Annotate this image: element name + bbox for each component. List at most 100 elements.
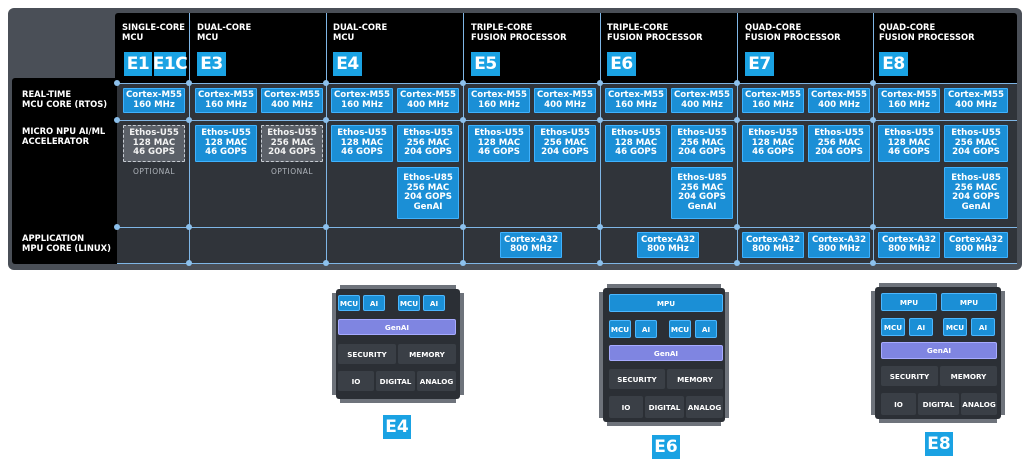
badge-e7[interactable]: E7	[745, 52, 774, 76]
row-label-app: APPLICATION MPU CORE (LINUX)	[22, 233, 111, 253]
badge-e4[interactable]: E4	[333, 52, 362, 76]
cell-e6-ethos-u85-256: Ethos-U85 256 MAC 204 GOPS GenAI	[671, 167, 733, 219]
column-name-e8: QUAD-CORE FUSION PROCESSOR	[879, 22, 975, 42]
column-name-e7: QUAD-CORE FUSION PROCESSOR	[745, 22, 841, 42]
cell-e7-ethos-u55-256: Ethos-U55 256 MAC 204 GOPS	[808, 125, 870, 162]
grid-node	[186, 117, 192, 123]
block-mpu: MPU	[881, 293, 937, 311]
grid-node	[870, 117, 876, 123]
grid-node	[460, 80, 466, 86]
badge-e6[interactable]: E6	[607, 52, 636, 76]
chip-pins-top	[340, 285, 456, 289]
cell-e6-cortex-a32-800: Cortex-A32 800 MHz	[637, 232, 699, 258]
optional-label-e1: OPTIONAL	[132, 167, 176, 176]
cell-e6-ethos-u55-128: Ethos-U55 128 MAC 46 GOPS	[605, 125, 667, 162]
chip-pins-right	[460, 293, 464, 395]
cell-e3-ethos-u55-128: Ethos-U55 128 MAC 46 GOPS	[195, 125, 257, 162]
block-genai: GenAI	[881, 342, 997, 359]
block-mcu: MCU	[398, 295, 420, 311]
cell-e7-ethos-u55-128: Ethos-U55 128 MAC 46 GOPS	[742, 125, 804, 162]
row-label-npu: MICRO NPU AI/ML ACCELERATOR	[22, 126, 106, 146]
grid-node	[323, 260, 329, 266]
grid-node	[870, 260, 876, 266]
grid-line-row-4	[117, 263, 1017, 264]
cell-e5-ethos-u55-128: Ethos-U55 128 MAC 46 GOPS	[468, 125, 530, 162]
cell-e3-cortex-m55-160: Cortex-M55 160 MHz	[195, 88, 257, 113]
badge-e3[interactable]: E3	[197, 52, 226, 76]
block-ai: AI	[635, 320, 657, 338]
grid-node	[114, 224, 120, 230]
chip-pins-right	[1001, 291, 1005, 415]
block-analog: ANALOG	[417, 371, 456, 391]
cell-e3-cortex-m55-400: Cortex-M55 400 MHz	[261, 88, 323, 113]
chip-e6[interactable]: MPU MCU AI MCU AI GenAI SECURITY MEMORY …	[599, 284, 729, 426]
block-mcu: MCU	[338, 295, 360, 311]
row-label-rtos: REAL-TIME MCU CORE (RTOS)	[22, 89, 108, 109]
grid-line-col-6	[873, 13, 874, 264]
block-genai: GenAI	[338, 319, 456, 335]
block-ai: AI	[971, 318, 995, 336]
grid-node	[323, 80, 329, 86]
block-ai: AI	[363, 295, 385, 311]
chip-e4[interactable]: MCU AI MCU AI GenAI SECURITY MEMORY IO D…	[332, 285, 464, 403]
cell-e8-ethos-u85-256: Ethos-U85 256 MAC 204 GOPS GenAI	[944, 167, 1008, 219]
grid-node	[460, 224, 466, 230]
chip-pins-bottom	[340, 399, 456, 403]
cell-e4-cortex-m55-400: Cortex-M55 400 MHz	[397, 88, 459, 113]
chip-pins-left	[871, 291, 875, 415]
column-name-e6: TRIPLE-CORE FUSION PROCESSOR	[607, 22, 703, 42]
badge-e1[interactable]: E1	[124, 52, 152, 76]
block-digital: DIGITAL	[645, 396, 684, 418]
column-name-e3: DUAL-CORE MCU	[197, 22, 252, 42]
optional-label-e3: OPTIONAL	[270, 167, 314, 176]
block-memory: MEMORY	[667, 369, 723, 389]
grid-node	[323, 224, 329, 230]
block-mpu: MPU	[941, 293, 997, 311]
grid-line-row-3	[117, 227, 1017, 228]
badge-e8[interactable]: E8	[879, 52, 908, 76]
grid-line-col-2	[326, 13, 327, 264]
block-io: IO	[881, 393, 916, 415]
chip-badge-e6[interactable]: E6	[652, 435, 680, 459]
block-mcu: MCU	[669, 320, 691, 338]
cell-e7-cortex-a32-800-1: Cortex-A32 800 MHz	[742, 232, 804, 258]
chip-pins-left	[332, 293, 336, 395]
cell-e5-cortex-m55-400: Cortex-M55 400 MHz	[534, 88, 596, 113]
cell-e8-cortex-a32-800-2: Cortex-A32 800 MHz	[944, 232, 1008, 258]
badge-e5[interactable]: E5	[471, 52, 500, 76]
cell-e4-ethos-u85-256: Ethos-U85 256 MAC 204 GOPS GenAI	[397, 167, 459, 219]
block-memory: MEMORY	[398, 344, 456, 364]
block-mcu: MCU	[943, 318, 967, 336]
cell-e5-cortex-m55-160: Cortex-M55 160 MHz	[468, 88, 530, 113]
cell-e1-cortex-m55-160: Cortex-M55 160 MHz	[123, 88, 185, 113]
row-header-panel	[12, 78, 117, 264]
grid-node	[186, 260, 192, 266]
chip-pins-top	[607, 284, 721, 288]
cell-e5-ethos-u55-256: Ethos-U55 256 MAC 204 GOPS	[534, 125, 596, 162]
cell-e7-cortex-m55-160: Cortex-M55 160 MHz	[742, 88, 804, 113]
grid-node	[114, 117, 120, 123]
cell-e1-ethos-u55-128-optional: Ethos-U55 128 MAC 46 GOPS	[123, 125, 185, 162]
grid-node	[114, 80, 120, 86]
block-mcu: MCU	[609, 320, 631, 338]
chip-badge-e8[interactable]: E8	[925, 432, 953, 456]
grid-node	[597, 80, 603, 86]
grid-node	[734, 260, 740, 266]
grid-line-col-3	[463, 13, 464, 264]
cell-e4-ethos-u55-256: Ethos-U55 256 MAC 204 GOPS	[397, 125, 459, 162]
column-name-e1: SINGLE-CORE MCU	[122, 22, 186, 42]
chip-e8[interactable]: MPU MPU MCU AI MCU AI GenAI SECURITY MEM…	[871, 283, 1005, 423]
chip-pins-left	[599, 292, 603, 418]
badge-e1c[interactable]: E1C	[152, 52, 188, 76]
block-digital: DIGITAL	[918, 393, 959, 415]
column-name-e5: TRIPLE-CORE FUSION PROCESSOR	[471, 22, 567, 42]
grid-line-row-2	[117, 120, 1017, 121]
grid-node	[734, 224, 740, 230]
chip-badge-e4[interactable]: E4	[383, 415, 411, 439]
grid-node	[734, 117, 740, 123]
chip-pins-bottom	[879, 419, 997, 423]
cell-e8-cortex-m55-160: Cortex-M55 160 MHz	[878, 88, 940, 113]
column-name-e4: DUAL-CORE MCU	[333, 22, 388, 42]
cell-e4-ethos-u55-128: Ethos-U55 128 MAC 46 GOPS	[331, 125, 393, 162]
block-ai: AI	[909, 318, 933, 336]
